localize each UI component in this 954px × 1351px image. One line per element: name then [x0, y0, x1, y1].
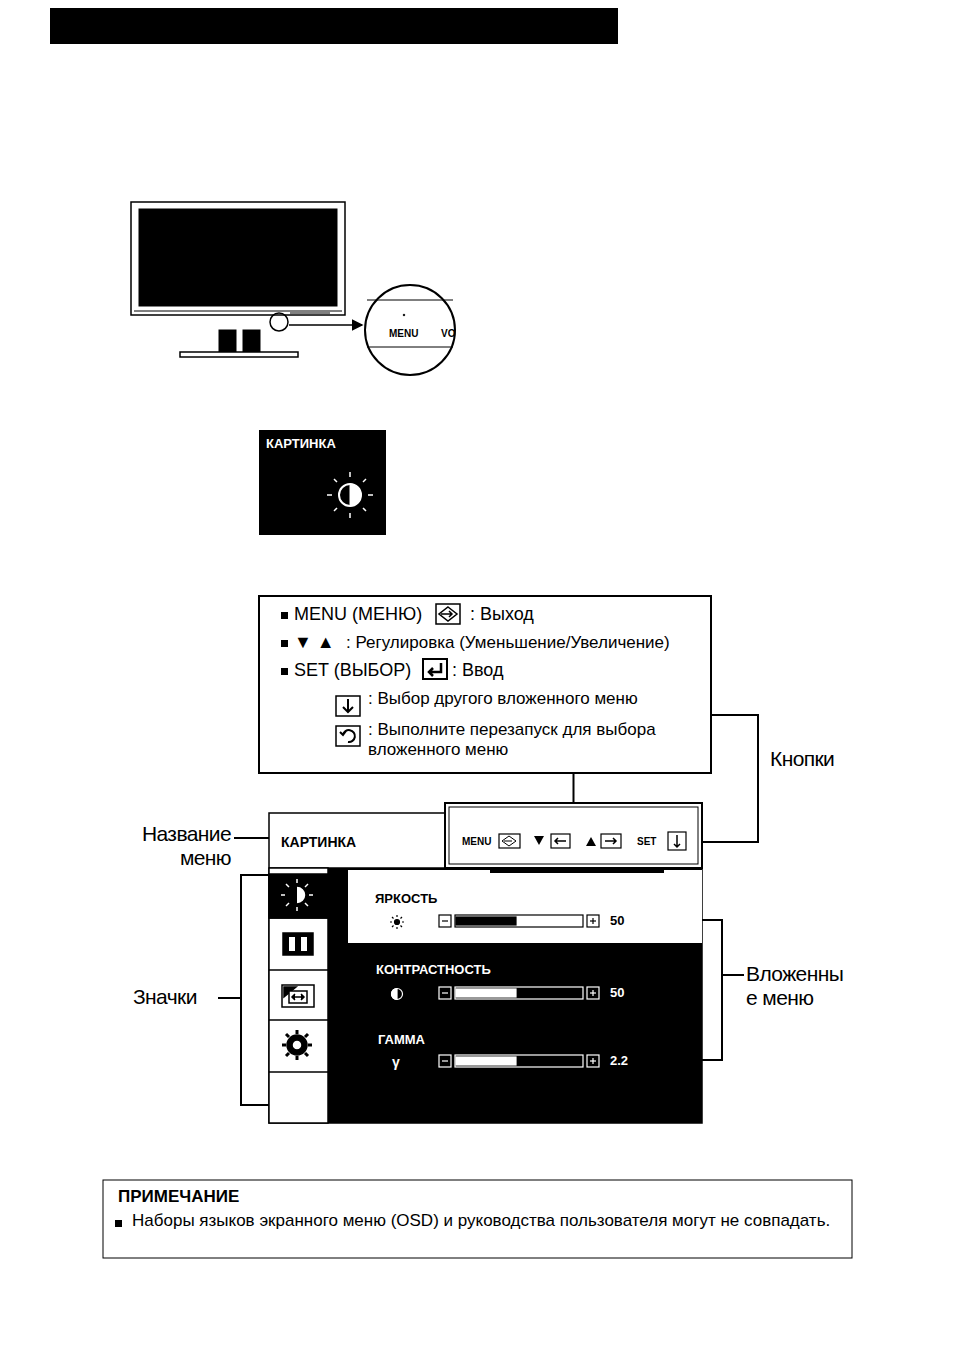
label-text: ЯРКОСТЬ — [375, 892, 437, 907]
label-text: SET (ВЫБОР) — [294, 660, 411, 681]
label-text: КАРТИНКА — [266, 437, 336, 452]
callout-lines — [218, 715, 758, 1105]
label-text: 2.2 — [610, 1054, 628, 1069]
selected-row — [348, 870, 702, 943]
label-text: 50 — [610, 914, 624, 929]
callout-label: Название меню — [139, 822, 231, 870]
monitor-drawing — [131, 202, 455, 375]
note-box: ПРИМЕЧАНИЕ Наборы языков экранного меню (… — [103, 1180, 852, 1258]
connector — [573, 773, 575, 803]
osd-panel — [328, 868, 702, 1123]
label-text: КАРТИНКА — [281, 834, 356, 850]
label-text: ГАММА — [378, 1033, 425, 1048]
label-text: : Ввод — [452, 660, 504, 681]
label-text: КОНТРАСТНОСТЬ — [376, 963, 491, 978]
label-text: MENU — [462, 836, 491, 848]
label-text: : Выполните перезапуск для выбора вложен… — [368, 720, 668, 759]
bullet — [115, 1220, 122, 1227]
label-text: ▼ ▲ — [294, 632, 335, 653]
callout-label: MENU — [389, 328, 418, 340]
menu-preview — [259, 430, 386, 535]
callout-label: Значки — [133, 985, 197, 1009]
label-text: : Регулировка (Уменьшение/Увеличение) — [346, 633, 670, 653]
note-frame — [103, 1180, 852, 1258]
menu-item: ЯРКОСТЬ 50 — [348, 878, 702, 940]
callout-label: Вложенны е меню — [746, 962, 846, 1010]
label-text: ПРИМЕЧАНИЕ — [118, 1187, 239, 1207]
label-text: 50 — [610, 986, 624, 1001]
button-legend-box: MENU (МЕНЮ) : Выход ▼ ▲ : Регулировка (Умен… — [259, 596, 711, 773]
contrast-icon — [327, 472, 373, 518]
icon-column — [269, 868, 328, 1123]
menu-item: КОНТРАСТНОСТЬ 50 — [348, 952, 702, 1014]
osd-menu: КАРТИНКАMENUSETЯРКОСТЬ50КОНТРАСТНОСТЬ50Г… — [269, 813, 702, 1123]
label-text: : Выход — [470, 604, 534, 625]
button-legend-box — [259, 596, 711, 773]
menu-item: ГАММА γ 2.2 — [348, 1022, 702, 1084]
label-text: MENU (МЕНЮ) — [294, 604, 422, 625]
menu-preview: КАРТИНКА — [259, 430, 386, 535]
label-text: SET — [637, 836, 656, 848]
bullets — [281, 612, 288, 675]
label-text: : Выбор другого вложенного меню — [368, 689, 638, 709]
label-text: Наборы языков экранного меню (OSD) и рук… — [132, 1211, 832, 1231]
osd-buttons-box — [445, 803, 702, 873]
callout-label: VO — [441, 328, 455, 340]
header-bar — [50, 8, 618, 44]
osd-buttons: MENU SET — [445, 803, 702, 868]
label-text: γ — [392, 1054, 400, 1070]
callout-label: Кнопки — [770, 747, 834, 771]
